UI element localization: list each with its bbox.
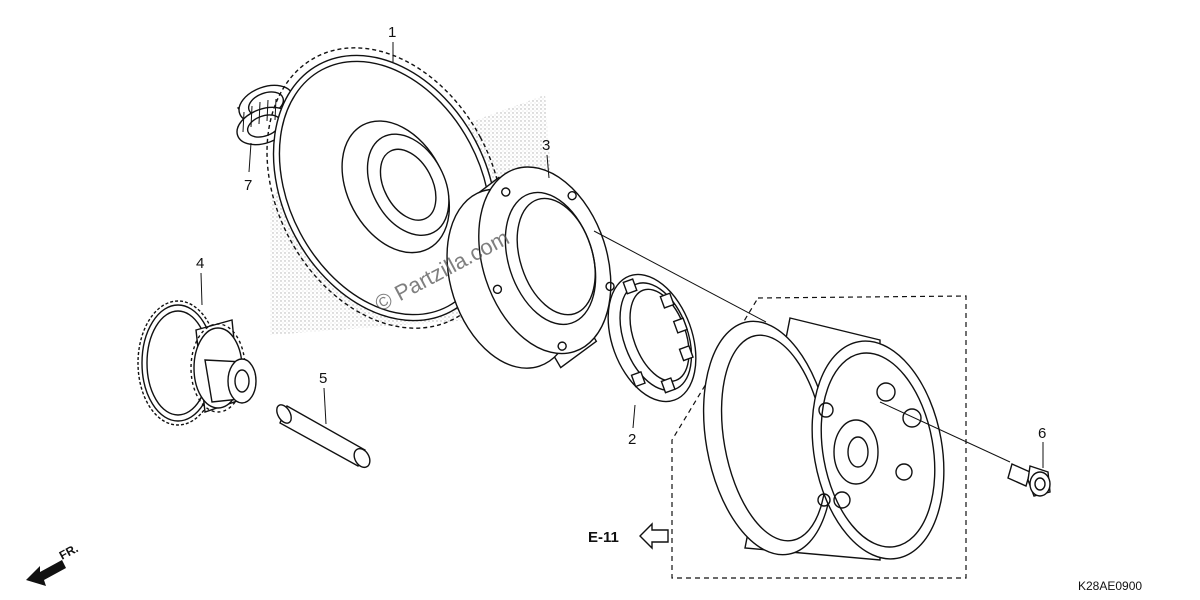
leader-line-5: [323, 387, 327, 425]
callout-2[interactable]: 2: [628, 431, 636, 448]
starter-clutch-outer-part[interactable]: [422, 150, 637, 393]
starter-idle-gear-part[interactable]: [137, 300, 257, 426]
assembly-centerline: [593, 230, 767, 323]
diagram-code: K28AE0900: [1078, 579, 1142, 593]
front-direction-indicator: FR.: [26, 541, 80, 586]
leader-line-2: [632, 404, 636, 429]
leader-line-4: [200, 272, 203, 306]
idle-gear-shaft-part[interactable]: [274, 402, 373, 470]
flange-bolt-part[interactable]: [1007, 463, 1051, 497]
callout-5[interactable]: 5: [319, 370, 327, 387]
callout-3[interactable]: 3: [542, 137, 550, 154]
callout-1[interactable]: 1: [388, 24, 396, 41]
callout-6[interactable]: 6: [1038, 425, 1046, 442]
callout-4[interactable]: 4: [196, 255, 204, 272]
flywheel-rotor-part: [702, 317, 945, 561]
leader-line-3: [546, 154, 550, 179]
reference-dashed-boundary: [671, 295, 967, 579]
bolt-centerline: [879, 401, 1011, 463]
one-way-clutch-part[interactable]: [592, 262, 712, 413]
callout-7[interactable]: 7: [244, 177, 252, 194]
starter-driven-gear-part[interactable]: [220, 7, 550, 370]
reference-arrow-icon: [639, 522, 669, 550]
leader-line-7: [248, 142, 252, 173]
reference-label[interactable]: E-11: [588, 529, 619, 546]
front-direction-label: FR.: [57, 541, 81, 562]
front-arrow-icon: [26, 560, 66, 586]
